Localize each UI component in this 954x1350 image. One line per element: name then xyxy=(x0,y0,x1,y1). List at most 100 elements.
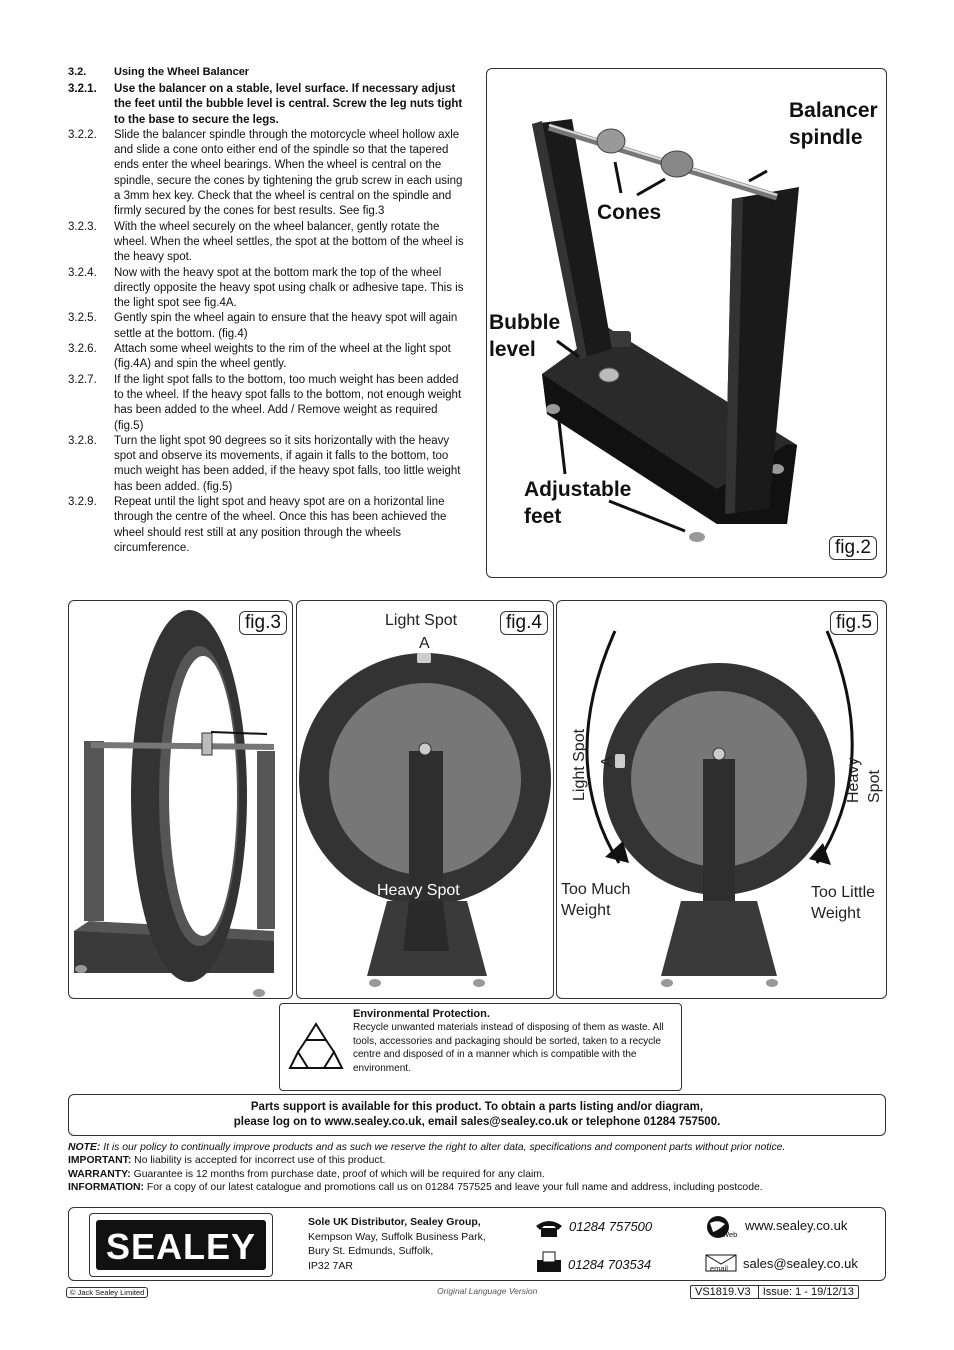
parts-support-box: Parts support is available for this prod… xyxy=(68,1094,886,1136)
step-text: Gently spin the wheel again to ensure th… xyxy=(114,312,458,340)
warranty-text: Guarantee is 12 months from purchase dat… xyxy=(130,1168,545,1180)
address-line3: Bury St. Edmunds, Suffolk, xyxy=(308,1245,434,1257)
too-much-weight-line2: Weight xyxy=(561,902,611,919)
step-text: Slide the balancer spindle through the m… xyxy=(114,128,463,218)
fax-icon xyxy=(537,1251,561,1272)
step-text: Turn the light spot 90 degrees so it sit… xyxy=(114,434,461,493)
sealey-logo-text: SEALEY xyxy=(105,1226,257,1267)
step-number: 3.2.2. xyxy=(68,128,97,141)
adjustable-feet-label-line1: Adjustable xyxy=(524,478,632,501)
environmental-body: Recycle unwanted materials instead of di… xyxy=(353,1022,664,1074)
step-item: 3.2.1. Use the balancer on a stable, leve… xyxy=(68,82,468,128)
important-line: IMPORTANT: No liability is accepted for … xyxy=(68,1154,888,1167)
step-number: 3.2.7. xyxy=(68,373,97,386)
step-number: 3.2.5. xyxy=(68,312,97,325)
web-icon-label: Web xyxy=(722,1230,738,1239)
fig5-heavy-spot-label: Heavy Spot xyxy=(845,757,883,803)
step-text: Repeat until the light spot and heavy sp… xyxy=(114,496,447,554)
fig4-label: fig.4 xyxy=(500,611,548,635)
step-text: With the wheel securely on the wheel bal… xyxy=(114,220,464,264)
section-number: 3.2. xyxy=(68,66,87,78)
fig5-light-spot-label: Light Spot xyxy=(571,728,588,801)
fig2-panel: Balancer spindle Cones Bubble level Adjust… xyxy=(486,68,887,578)
step-number: 3.2.8. xyxy=(68,434,97,447)
bubble-level-label-line2: level xyxy=(489,338,536,361)
step-item: 3.2.9. Repeat until the light spot and he… xyxy=(68,495,468,556)
step-text: Now with the heavy spot at the bottom ma… xyxy=(114,266,464,310)
warranty-label: WARRANTY: xyxy=(68,1168,131,1180)
note-line: NOTE: It is our policy to continually im… xyxy=(68,1141,888,1154)
instruction-steps: 3.2.1. Use the balancer on a stable, leve… xyxy=(68,82,468,556)
footer-box: SEALEY Sole UK Distributor, Sealey Group… xyxy=(68,1207,886,1281)
information-label: INFORMATION: xyxy=(68,1181,144,1193)
step-item: 3.2.3. With the wheel securely on the whe… xyxy=(68,220,468,266)
fig4-panel: Light Spot A Heavy Spot fig.4 xyxy=(296,600,554,999)
note-label: NOTE: xyxy=(68,1142,101,1153)
bubble-level-label: Bubble level xyxy=(489,309,560,363)
fig4-light-spot-label: Light Spot xyxy=(385,612,458,629)
cones-label: Cones xyxy=(597,201,662,224)
important-label: IMPORTANT: xyxy=(68,1155,132,1167)
email-envelope-icon xyxy=(705,1254,737,1272)
balancer-spindle-label-line2: spindle xyxy=(789,126,863,149)
doc-ref-number: VS1819.V3 xyxy=(695,1286,751,1298)
document-reference: VS1819.V3 Issue: 1 - 19/12/13 xyxy=(690,1285,859,1299)
step-number: 3.2.4. xyxy=(68,266,97,279)
adjustable-feet-label-line2: feet xyxy=(524,505,562,528)
step-number: 3.2.6. xyxy=(68,343,97,356)
distributor-address: Sole UK Distributor, Sealey Group, Kemps… xyxy=(308,1215,486,1273)
section-title: Using the Wheel Balancer xyxy=(114,66,250,78)
too-little-weight-line1: Too Little xyxy=(811,884,876,901)
environmental-protection-box: Environmental Protection. Recycle unwant… xyxy=(279,1003,682,1091)
issue-date: Issue: 1 - 19/12/13 xyxy=(762,1286,854,1298)
web-globe-icon xyxy=(707,1216,729,1238)
fig5-a-label: A xyxy=(599,756,616,767)
step-item: 3.2.4. Now with the heavy spot at the bot… xyxy=(68,266,468,312)
fig4-a-label: A xyxy=(419,635,430,652)
note-text: It is our policy to continually improve … xyxy=(100,1142,786,1153)
telephone-icon xyxy=(536,1221,562,1237)
step-item: 3.2.5. Gently spin the wheel again to ens… xyxy=(68,311,468,342)
warranty-line: WARRANTY: Guarantee is 12 months from pu… xyxy=(68,1168,888,1181)
bubble-level-label-line1: Bubble xyxy=(489,311,561,334)
recycle-icon xyxy=(288,1022,344,1069)
step-text: Use the balancer on a stable, level surf… xyxy=(114,83,463,126)
fig2-label: fig.2 xyxy=(829,536,877,560)
important-text: No liability is accepted for incorrect u… xyxy=(131,1155,386,1167)
wheel-balancer-illustration xyxy=(532,119,799,542)
fig3-label: fig.3 xyxy=(239,611,287,635)
fig3-panel: fig.3 xyxy=(68,600,293,999)
email-link[interactable]: sales@sealey.co.uk xyxy=(743,1256,858,1271)
address-line2: Kempson Way, Suffolk Business Park, xyxy=(308,1230,486,1243)
step-item: 3.2.2. Slide the balancer spindle through… xyxy=(68,128,468,220)
address-line1: Sole UK Distributor, Sealey Group, xyxy=(308,1216,481,1228)
step-text: Attach some wheel weights to the rim of … xyxy=(114,343,451,371)
fig4-heavy-spot-label: Heavy Spot xyxy=(377,882,460,899)
fig5-label: fig.5 xyxy=(830,611,878,635)
heavy-spot-illustration xyxy=(299,653,551,987)
too-much-weight-line1: Too Much xyxy=(561,881,631,898)
information-line: INFORMATION: For a copy of our latest ca… xyxy=(68,1181,888,1194)
step-number: 3.2.3. xyxy=(68,220,97,233)
phone-number[interactable]: 01284 757500 xyxy=(569,1219,653,1234)
step-number: 3.2.1. xyxy=(68,83,97,95)
website-link[interactable]: www.sealey.co.uk xyxy=(745,1218,848,1233)
light-heavy-spot-illustration xyxy=(585,630,854,987)
parts-support-line1: Parts support is available for this prod… xyxy=(250,1101,704,1113)
fax-number[interactable]: 01284 703534 xyxy=(568,1257,652,1272)
step-number: 3.2.9. xyxy=(68,496,97,509)
adjustable-feet-label: Adjustable feet xyxy=(524,476,631,530)
section-heading: 3.2. Using the Wheel Balancer xyxy=(68,66,249,78)
copyright-badge: © Jack Sealey Limited xyxy=(66,1287,149,1298)
environmental-title: Environmental Protection. xyxy=(353,1008,490,1020)
wheel-on-balancer-illustration xyxy=(74,610,275,997)
email-icon-label: email xyxy=(710,1264,728,1273)
information-text: For a copy of our latest catalogue and p… xyxy=(144,1181,763,1193)
step-item: 3.2.8. Turn the light spot 90 degrees so … xyxy=(68,434,468,495)
original-language-note: Original Language Version xyxy=(437,1286,538,1296)
too-little-weight-line2: Weight xyxy=(811,905,861,922)
balancer-spindle-label-line1: Balancer xyxy=(789,99,878,122)
